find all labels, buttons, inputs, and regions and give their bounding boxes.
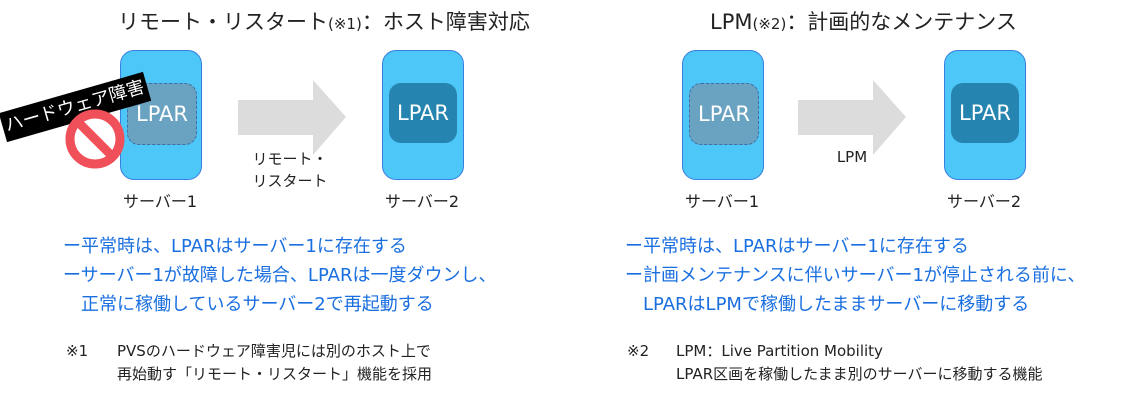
left-title: リモート・リスタート(※1)：ホスト障害対応 bbox=[118, 10, 530, 34]
lpar-running: LPAR bbox=[389, 83, 457, 143]
server2-box: LPAR bbox=[944, 50, 1026, 180]
lpar-running: LPAR bbox=[951, 83, 1019, 143]
lpar-moving: LPAR bbox=[689, 83, 759, 145]
server2-label: サーバー2 bbox=[384, 192, 460, 211]
server2-box: LPAR bbox=[382, 50, 464, 180]
left-note-text: PVSのハードウェア障害児には別のホスト上で再始動す「リモート・リスタート」機能… bbox=[117, 342, 433, 383]
left-bullets: ー平常時は、LPARはサーバー1に存在するーサーバー1が故障した場合、LPARは… bbox=[63, 236, 497, 315]
left-note: ※1 bbox=[66, 342, 89, 360]
arrow-right-icon bbox=[238, 80, 346, 155]
arrow-label: リモート・リスタート bbox=[252, 150, 328, 190]
server2-label: サーバー2 bbox=[946, 192, 1022, 211]
right-bullets: ー平常時は、LPARはサーバー1に存在するー計画メンテナンスに伴いサーバー1が停… bbox=[625, 236, 1086, 315]
server1-label: サーバー1 bbox=[684, 192, 760, 211]
arrow-label: LPM bbox=[836, 148, 868, 166]
prohibited-icon bbox=[65, 109, 125, 169]
server1-box: LPAR bbox=[120, 50, 202, 180]
lpar-down: LPAR bbox=[127, 83, 197, 145]
server1-box: LPAR bbox=[682, 50, 764, 180]
arrow-right-icon bbox=[798, 80, 906, 155]
right-note: ※2 bbox=[627, 342, 650, 360]
right-title: LPM(※2)：計画的なメンテナンス bbox=[710, 10, 1017, 34]
server1-label: サーバー1 bbox=[122, 192, 198, 211]
